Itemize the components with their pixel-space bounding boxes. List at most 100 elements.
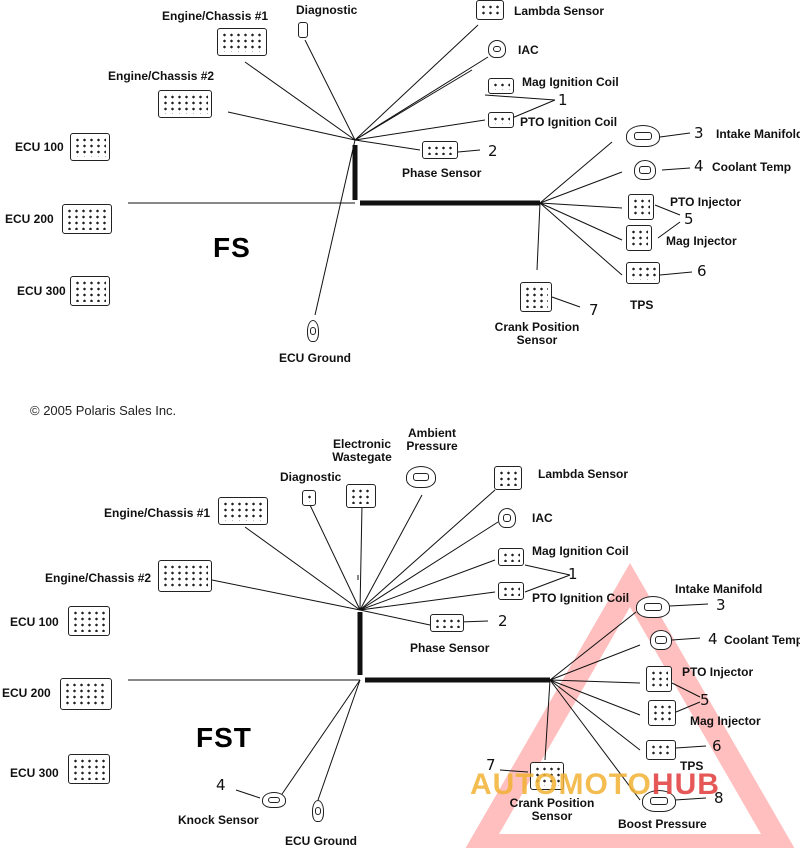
fs-label-diagnostic: Diagnostic xyxy=(296,3,358,17)
fst-ecu-300-connector-icon xyxy=(68,754,110,784)
fs-callout-5: 5 xyxy=(684,210,694,228)
fst-callout-6: 6 xyxy=(712,737,722,755)
fs-label-ecu-300: ECU 300 xyxy=(17,284,66,298)
fst-label-ecu-300: ECU 300 xyxy=(10,766,59,780)
fst-label-diagnostic: Diagnostic xyxy=(280,470,342,484)
fst-callout-3: 3 xyxy=(716,596,726,614)
fs-label-ecu-ground: ECU Ground xyxy=(279,351,351,365)
watermark-text-b: MOTO xyxy=(558,768,652,801)
fs-crank-line1: Crank Position xyxy=(494,320,580,334)
fs-label-phase-sensor: Phase Sensor xyxy=(402,166,482,180)
fs-label-engine-chassis-1: Engine/Chassis #1 xyxy=(162,9,269,23)
fs-harness xyxy=(128,24,693,316)
fst-wastegate-line2: Wastegate xyxy=(332,450,392,464)
fst-crank-line2: Sensor xyxy=(531,809,573,823)
fst-label-phase-sensor: Phase Sensor xyxy=(410,641,490,655)
fst-boost-pressure-connector-icon xyxy=(642,790,676,812)
fst-title: FST xyxy=(196,722,252,753)
fst-label-engine-chassis-1: Engine/Chassis #1 xyxy=(104,506,211,520)
fst-diagnostic-connector-icon xyxy=(302,490,316,506)
fs-label-tps: TPS xyxy=(630,298,654,312)
fs-ecu-200-connector-icon xyxy=(62,204,112,234)
fs-ecu-ground-terminal-icon xyxy=(307,320,319,342)
fs-callout-1: 1 xyxy=(558,91,568,109)
fs-pto-injector-connector-icon xyxy=(628,194,654,220)
fs-crank-position-connector-icon xyxy=(520,282,552,312)
fst-wastegate-connector-icon xyxy=(346,484,376,508)
fst-label-ecu-200: ECU 200 xyxy=(2,686,51,700)
watermark-text-a: AUTO xyxy=(470,768,559,801)
fst-lambda-sensor-connector-icon xyxy=(494,466,522,490)
fst-label-mag-injector: Mag Injector xyxy=(690,714,761,728)
fst-knock-sensor-connector-icon xyxy=(262,792,286,808)
fst-tps-connector-icon xyxy=(646,740,676,760)
fs-label-iac: IAC xyxy=(518,43,539,57)
fst-label-ecu-100: ECU 100 xyxy=(10,615,59,629)
fst-callout-4: 4 xyxy=(708,630,718,648)
fs-ecu-300-connector-icon xyxy=(70,276,110,306)
fst-label-coolant-temp: Coolant Temp xyxy=(724,633,800,647)
fs-intake-manifold-connector-icon xyxy=(626,125,660,147)
fs-label-mag-injector: Mag Injector xyxy=(666,234,737,248)
watermark-triangle xyxy=(465,562,795,848)
fs-label-ecu-100: ECU 100 xyxy=(15,140,64,154)
fs-callout-7: 7 xyxy=(589,301,599,319)
fst-callout-5: 5 xyxy=(700,691,710,709)
fst-callout-8: 8 xyxy=(714,789,724,807)
fs-label-pto-injector: PTO Injector xyxy=(670,195,742,209)
fs-label-coolant-temp: Coolant Temp xyxy=(712,160,792,174)
fs-tps-connector-icon xyxy=(626,262,660,284)
fst-ecu-100-connector-icon xyxy=(68,606,110,636)
fs-coolant-temp-connector-icon xyxy=(634,160,656,180)
fst-intake-manifold-connector-icon xyxy=(636,596,670,618)
fst-ecu-ground-terminal-icon xyxy=(312,800,324,822)
copyright-notice: © 2005 Polaris Sales Inc. xyxy=(30,403,177,418)
fs-callout-4: 4 xyxy=(694,157,704,175)
fs-lambda-sensor-connector-icon xyxy=(476,0,504,20)
fst-mag-ignition-coil-connector-icon xyxy=(498,548,524,566)
watermark-text-c: HUB xyxy=(651,768,720,801)
fst-harness xyxy=(128,489,709,801)
fst-label-mag-ignition-coil: Mag Ignition Coil xyxy=(532,544,629,558)
fst-phase-sensor-connector-icon xyxy=(430,614,464,632)
fs-label-mag-ignition-coil: Mag Ignition Coil xyxy=(522,75,619,89)
fst-ambient-line1: Ambient xyxy=(408,426,456,440)
fst-label-pto-injector: PTO Injector xyxy=(682,665,754,679)
fst-label-boost-pressure: Boost Pressure xyxy=(618,817,707,831)
fs-label-pto-ignition-coil: PTO Ignition Coil xyxy=(520,115,618,129)
fs-iac-connector-icon xyxy=(488,40,506,58)
fst-callout-4-knock: 4 xyxy=(216,776,226,794)
fs-phase-sensor-connector-icon xyxy=(422,141,458,159)
fst-pto-ignition-coil-connector-icon xyxy=(498,582,524,600)
fst-crank-line1: Crank Position xyxy=(509,796,595,810)
fs-ecu-100-connector-icon xyxy=(70,133,110,161)
fs-label-intake-manifold: Intake Manifold xyxy=(716,127,800,141)
fst-ambient-pressure-connector-icon xyxy=(406,466,436,488)
fst-callout-2: 2 xyxy=(498,612,508,630)
fs-engine-chassis-1-connector-icon xyxy=(217,28,267,56)
fs-pto-ignition-coil-connector-icon xyxy=(488,112,514,128)
fst-ambient-line2: Pressure xyxy=(406,439,458,453)
fst-label-intake-manifold: Intake Manifold xyxy=(675,582,763,596)
fst-label-ecu-ground: ECU Ground xyxy=(285,834,357,848)
fst-pto-injector-connector-icon xyxy=(646,666,672,692)
fst-label-tps: TPS xyxy=(680,759,704,773)
fst-label-pto-ignition-coil: PTO Ignition Coil xyxy=(532,591,630,605)
fst-mag-injector-connector-icon xyxy=(648,700,676,726)
fst-wastegate-line1: Electronic xyxy=(332,437,392,451)
fs-title: FS xyxy=(213,232,251,263)
fs-mag-ignition-coil-connector-icon xyxy=(488,78,514,94)
fst-iac-connector-icon xyxy=(498,508,516,528)
fs-crank-line2: Sensor xyxy=(516,333,558,347)
fs-callout-3: 3 xyxy=(694,124,704,142)
fst-label-lambda-sensor: Lambda Sensor xyxy=(538,467,629,481)
fs-mag-injector-connector-icon xyxy=(626,225,652,251)
fst-label-iac: IAC xyxy=(532,511,553,525)
fst-label-knock-sensor: Knock Sensor xyxy=(178,813,259,827)
